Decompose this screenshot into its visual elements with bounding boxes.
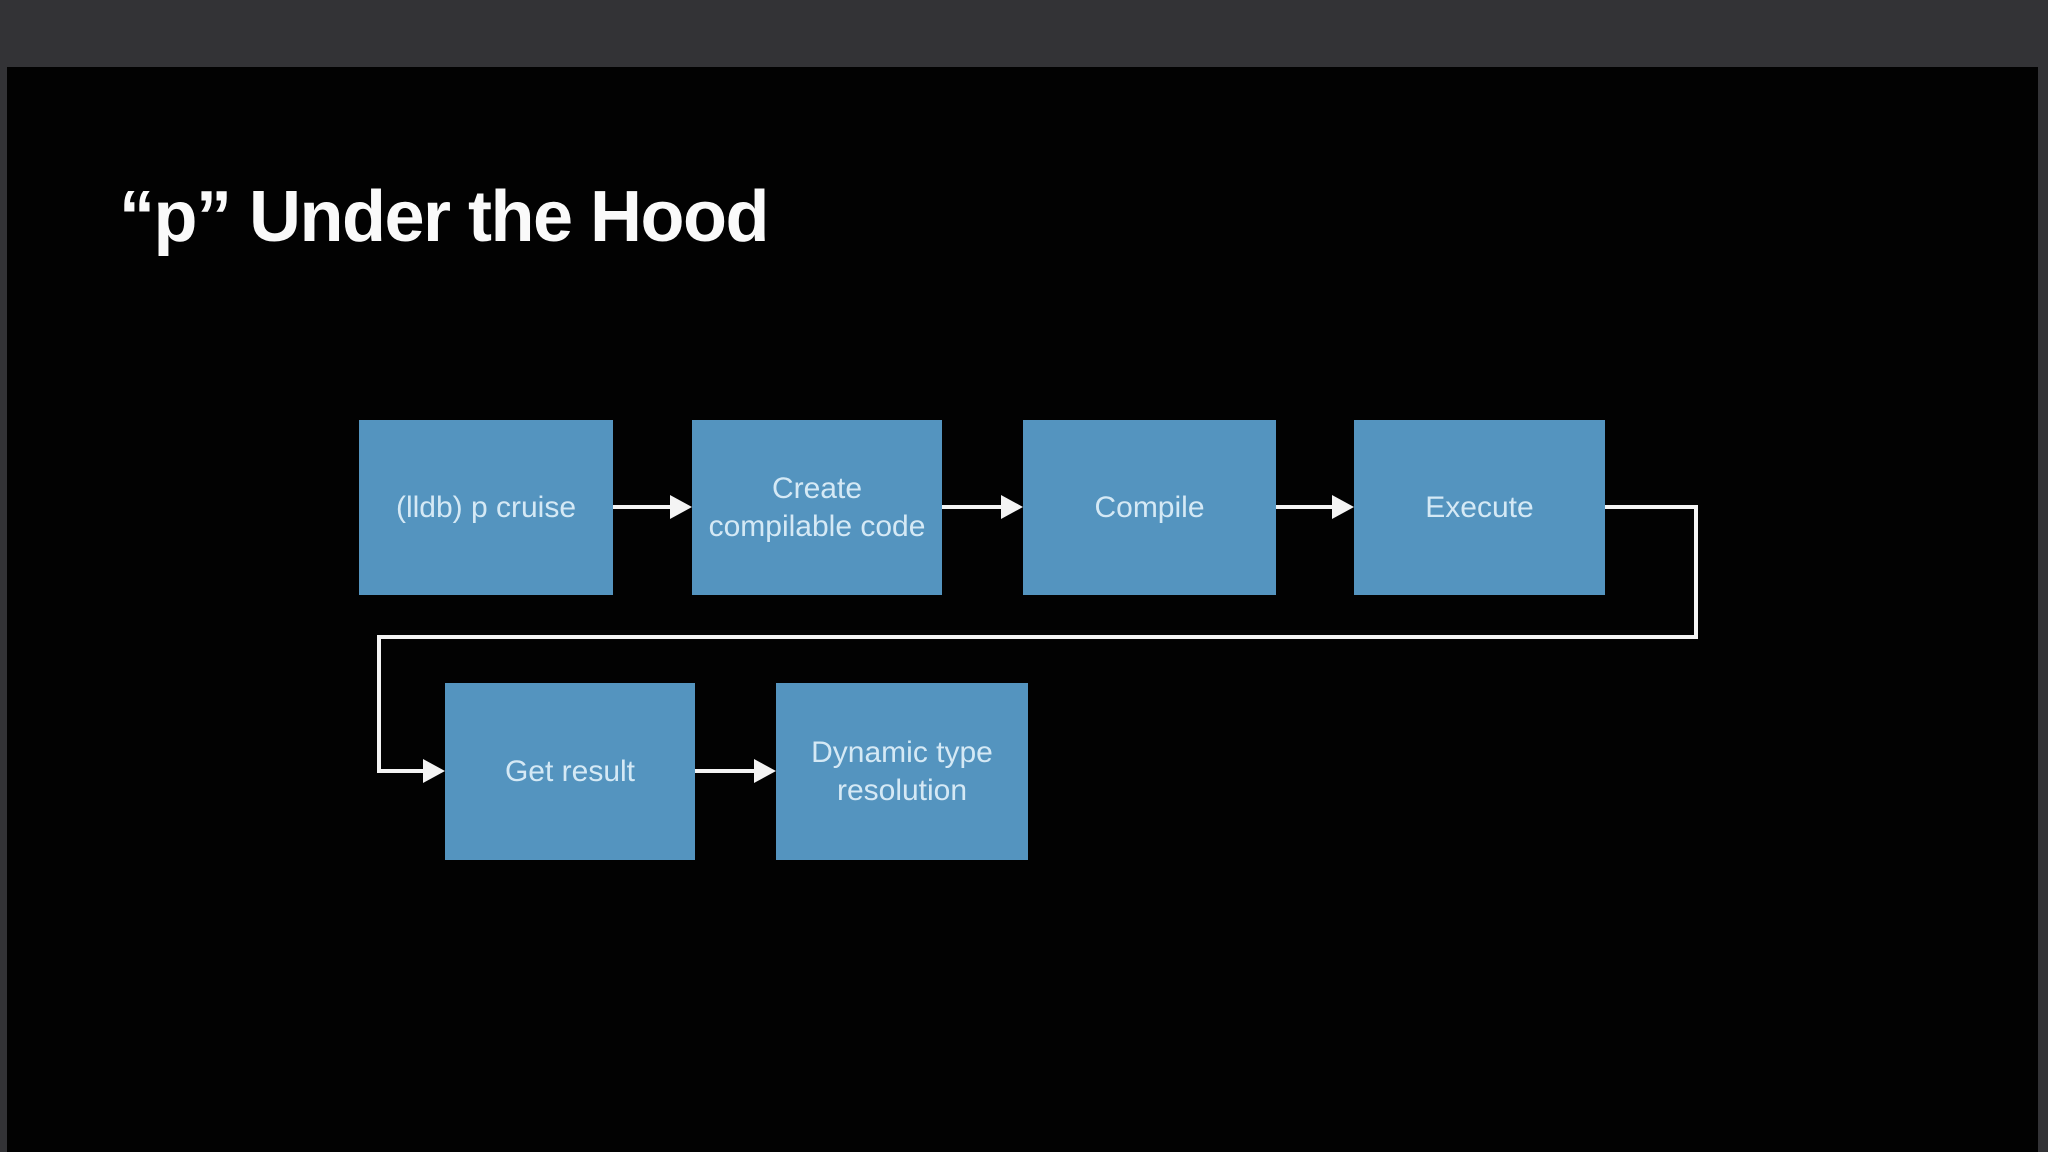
flow-node-execute: Execute [1354, 420, 1605, 595]
flow-node-dynamic-type: Dynamic type resolution [776, 683, 1028, 860]
flow-node-label: Create compilable code [708, 472, 926, 543]
flow-node-label: (lldb) p cruise [395, 490, 577, 524]
arrowhead [670, 495, 692, 519]
window-chrome-top-bar [0, 0, 2048, 67]
flow-node-compile: Compile [1023, 420, 1276, 595]
connector-execute-elbow-down-left [377, 635, 381, 773]
arrowhead [1332, 495, 1354, 519]
arrowhead [423, 759, 445, 783]
connector-lldb-to-create [613, 505, 670, 509]
connector-execute-elbow-right [1605, 505, 1698, 509]
slide-canvas: “p” Under the Hood [7, 67, 2038, 1152]
flow-node-label: Dynamic type resolution [811, 736, 993, 807]
flow-node-create-code: Create compilable code [692, 420, 942, 595]
flow-node-label: Get result [504, 754, 636, 788]
flow-node-label: Compile [1094, 490, 1205, 524]
connector-execute-elbow-across [377, 635, 1698, 639]
connector-get-result-to-dynamic-type [695, 769, 754, 773]
flow-node-label: Execute [1425, 490, 1534, 524]
connector-create-to-compile [942, 505, 1001, 509]
flow-node-lldb-command: (lldb) p cruise [359, 420, 613, 595]
connector-compile-to-execute [1276, 505, 1332, 509]
arrowhead [754, 759, 776, 783]
connector-execute-elbow-down [1694, 505, 1698, 639]
connector-into-get-result [377, 769, 423, 773]
slide-title: “p” Under the Hood [119, 177, 769, 257]
arrowhead [1001, 495, 1023, 519]
flow-node-get-result: Get result [445, 683, 695, 860]
